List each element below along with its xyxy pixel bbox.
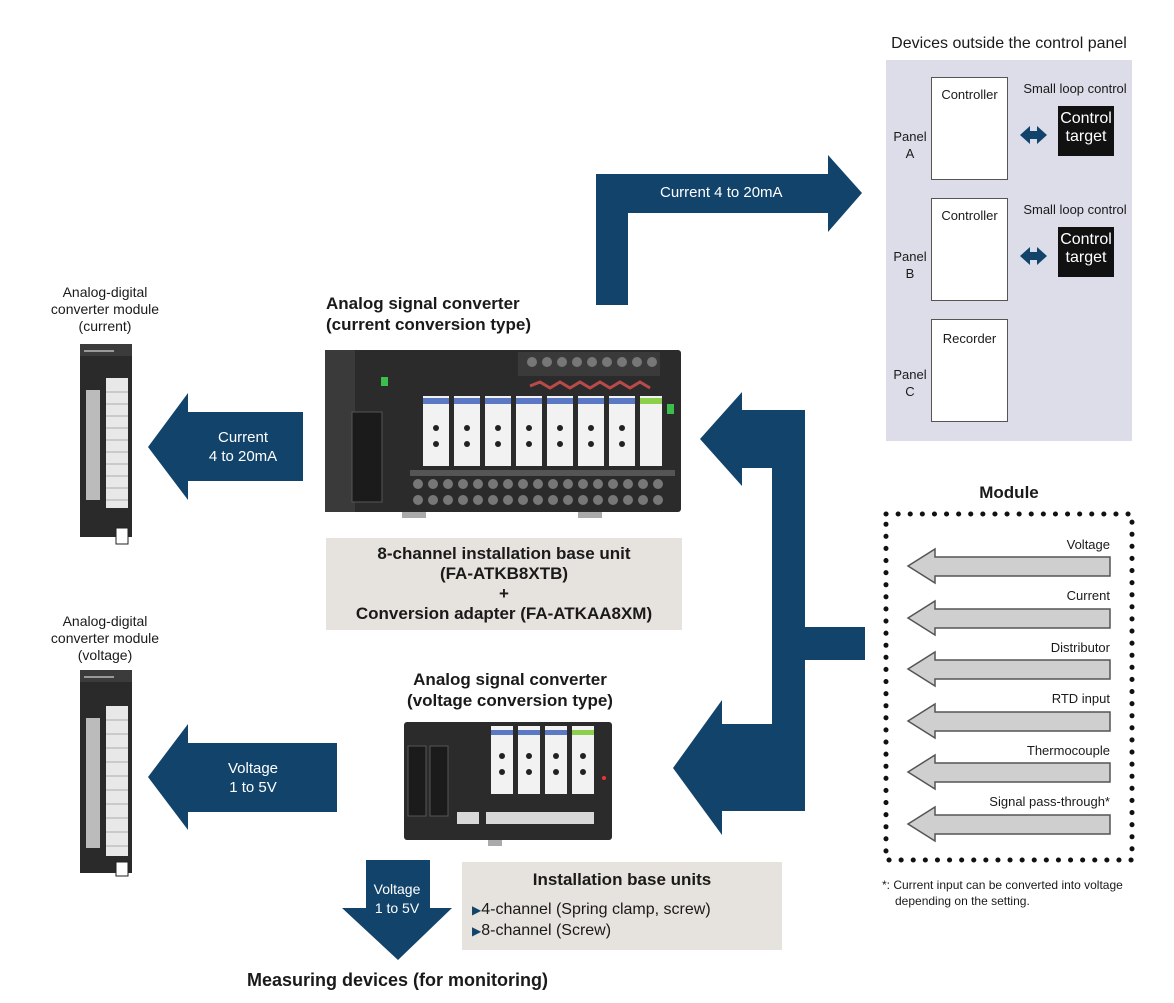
current-converter-title: Analog signal converter (current convers… — [326, 294, 531, 334]
voltage-converter-title: Analog signal converter (voltage convers… — [407, 670, 613, 710]
control-target-a: Control target — [1058, 106, 1114, 156]
current-converter-image — [325, 350, 681, 518]
voltage-converter-image — [404, 722, 612, 846]
panel-b-label: Panel B — [893, 249, 927, 281]
module-arrow-voltage — [906, 547, 1111, 585]
triangle-bullet-icon: ▶ — [472, 903, 482, 917]
arrow-label-current-outside: Current 4 to 20mA — [660, 184, 783, 201]
arrow-label-measuring: Voltage 1 to 5V — [373, 881, 421, 916]
arrow-label-adc-current: Current 4 to 20mA — [208, 429, 278, 465]
adc-module-voltage-image — [80, 670, 132, 877]
adc-voltage-label: Analog-digital converter module (voltage… — [50, 613, 160, 663]
module-arrow-current — [906, 599, 1111, 637]
device-box-panel-a — [931, 77, 1008, 180]
module-title: Module — [979, 483, 1039, 502]
module-input-distributor: Distributor — [1050, 640, 1110, 655]
device-box-panel-b — [931, 198, 1008, 301]
arrow-label-adc-voltage: Voltage 1 to 5V — [227, 760, 279, 796]
triangle-bullet-icon: ▶ — [472, 924, 482, 938]
device-label-c: Recorder — [942, 331, 997, 346]
adc-module-current-image — [80, 344, 132, 545]
arrow-to-outside-devices — [596, 155, 862, 305]
device-label-a: Controller — [941, 87, 998, 102]
panel-c-label: Panel C — [893, 367, 927, 399]
module-footnote: *: Current input can be converted into v… — [882, 878, 1123, 908]
arrow-to-measuring — [342, 860, 452, 960]
module-input-pass-through: Signal pass-through* — [989, 794, 1110, 809]
small-loop-label-b: Small loop control — [1023, 202, 1127, 217]
panel-a-label: Panel A — [893, 129, 927, 161]
module-arrow-pass-through — [906, 805, 1111, 843]
arrow-from-module — [673, 392, 865, 835]
current-converter-caption-text: 8-channel installation base unit (FA-ATK… — [355, 544, 653, 623]
current-converter-caption — [326, 538, 682, 630]
module-input-rtd: RTD input — [1051, 691, 1110, 706]
installation-box — [462, 862, 782, 950]
installation-item-1: ▶4-channel (Spring clamp, screw) — [472, 901, 711, 918]
measuring-devices-label: Measuring devices (for monitoring) — [246, 970, 549, 990]
module-input-voltage: Voltage — [1066, 537, 1110, 552]
device-label-b: Controller — [941, 208, 998, 223]
module-frame — [883, 511, 1135, 863]
module-arrow-thermocouple — [906, 753, 1111, 791]
outside-panel-title: Devices outside the control panel — [891, 35, 1127, 52]
small-loop-label-a: Small loop control — [1023, 81, 1127, 96]
module-input-thermocouple: Thermocouple — [1026, 743, 1110, 758]
installation-item-2: ▶8-channel (Screw) — [472, 922, 612, 939]
module-arrow-rtd — [906, 702, 1111, 740]
module-input-current: Current — [1066, 588, 1110, 603]
double-arrow-panel-b — [1020, 247, 1047, 265]
installation-title: Installation base units — [532, 870, 712, 889]
module-arrow-distributor — [906, 650, 1111, 688]
arrow-to-adc-voltage — [148, 724, 337, 830]
device-box-panel-c — [931, 319, 1008, 422]
adc-current-label: Analog-digital converter module (current… — [50, 284, 160, 334]
control-target-b: Control target — [1058, 227, 1114, 277]
double-arrow-panel-a — [1020, 126, 1047, 144]
arrow-to-adc-current — [148, 393, 303, 500]
